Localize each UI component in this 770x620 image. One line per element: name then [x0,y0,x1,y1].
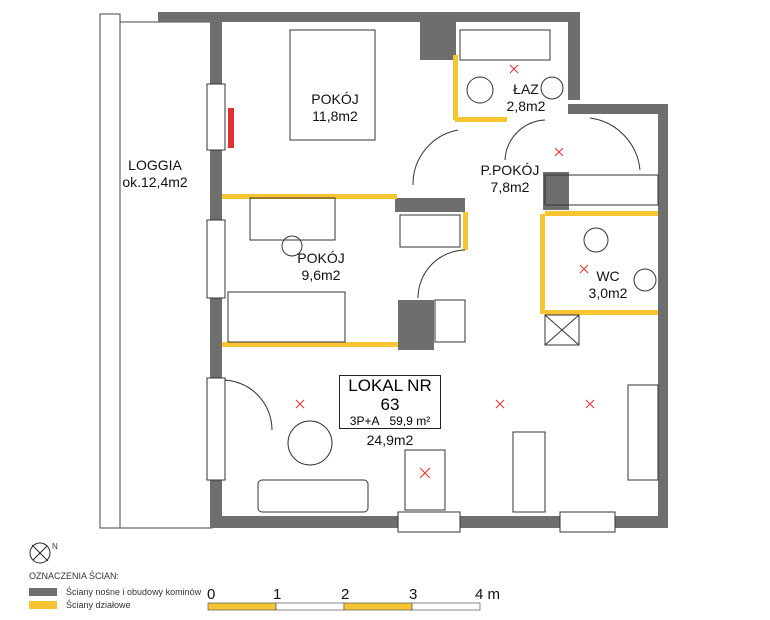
partition-walls [222,55,658,347]
room-name: LOGGIA [128,157,182,173]
legend-title: OZNACZENIA ŚCIAN: [29,571,120,581]
room-area: 3,0m2 [588,285,628,301]
window-frames [206,83,616,533]
unit-area-unit: m² [416,414,431,428]
unit-area: 59,9 [389,414,413,428]
scale-tick: 0 [207,586,216,603]
legend-swatch-partition [29,601,57,609]
room-name: ŁAZ [513,81,539,97]
compass-icon [29,542,51,564]
room-name: WC [596,268,620,284]
scale-tick: 1 [273,586,282,603]
room-area: 9,6m2 [301,267,341,283]
electrical-symbols [228,64,595,479]
scale-bar [207,602,481,611]
room-name: POKÓJ [297,250,345,266]
room-area: 11,8m2 [312,108,358,124]
load-bearing-walls [158,12,668,528]
room-name: POKÓJ [311,91,359,107]
room-name: P.POKÓJ [480,162,540,178]
loggia-outline [99,13,213,529]
legend-label-partition: Ściany działowe [66,600,131,610]
legend-swatch-load-bearing [29,588,57,596]
unit-info-box: LOKAL NR 63 3P+A 59,9 m² [339,375,441,429]
unit-type: 3P+A [349,414,380,428]
scale-tick: 3 [409,586,418,603]
legend-label-load-bearing: Ściany nośne i obudowy kominów [66,587,202,597]
unit-title: LOKAL NR 63 [348,376,432,414]
room-area: 2,8m2 [506,98,546,114]
compass-north-label: N [52,542,58,551]
room-area: ok.12,4m2 [122,174,188,190]
scale-tick: 2 [341,586,350,603]
furniture [221,29,659,513]
room-area: 7,8m2 [490,179,530,195]
room-area: 24,9m2 [366,432,414,448]
scale-tick: 4 m [475,586,501,603]
